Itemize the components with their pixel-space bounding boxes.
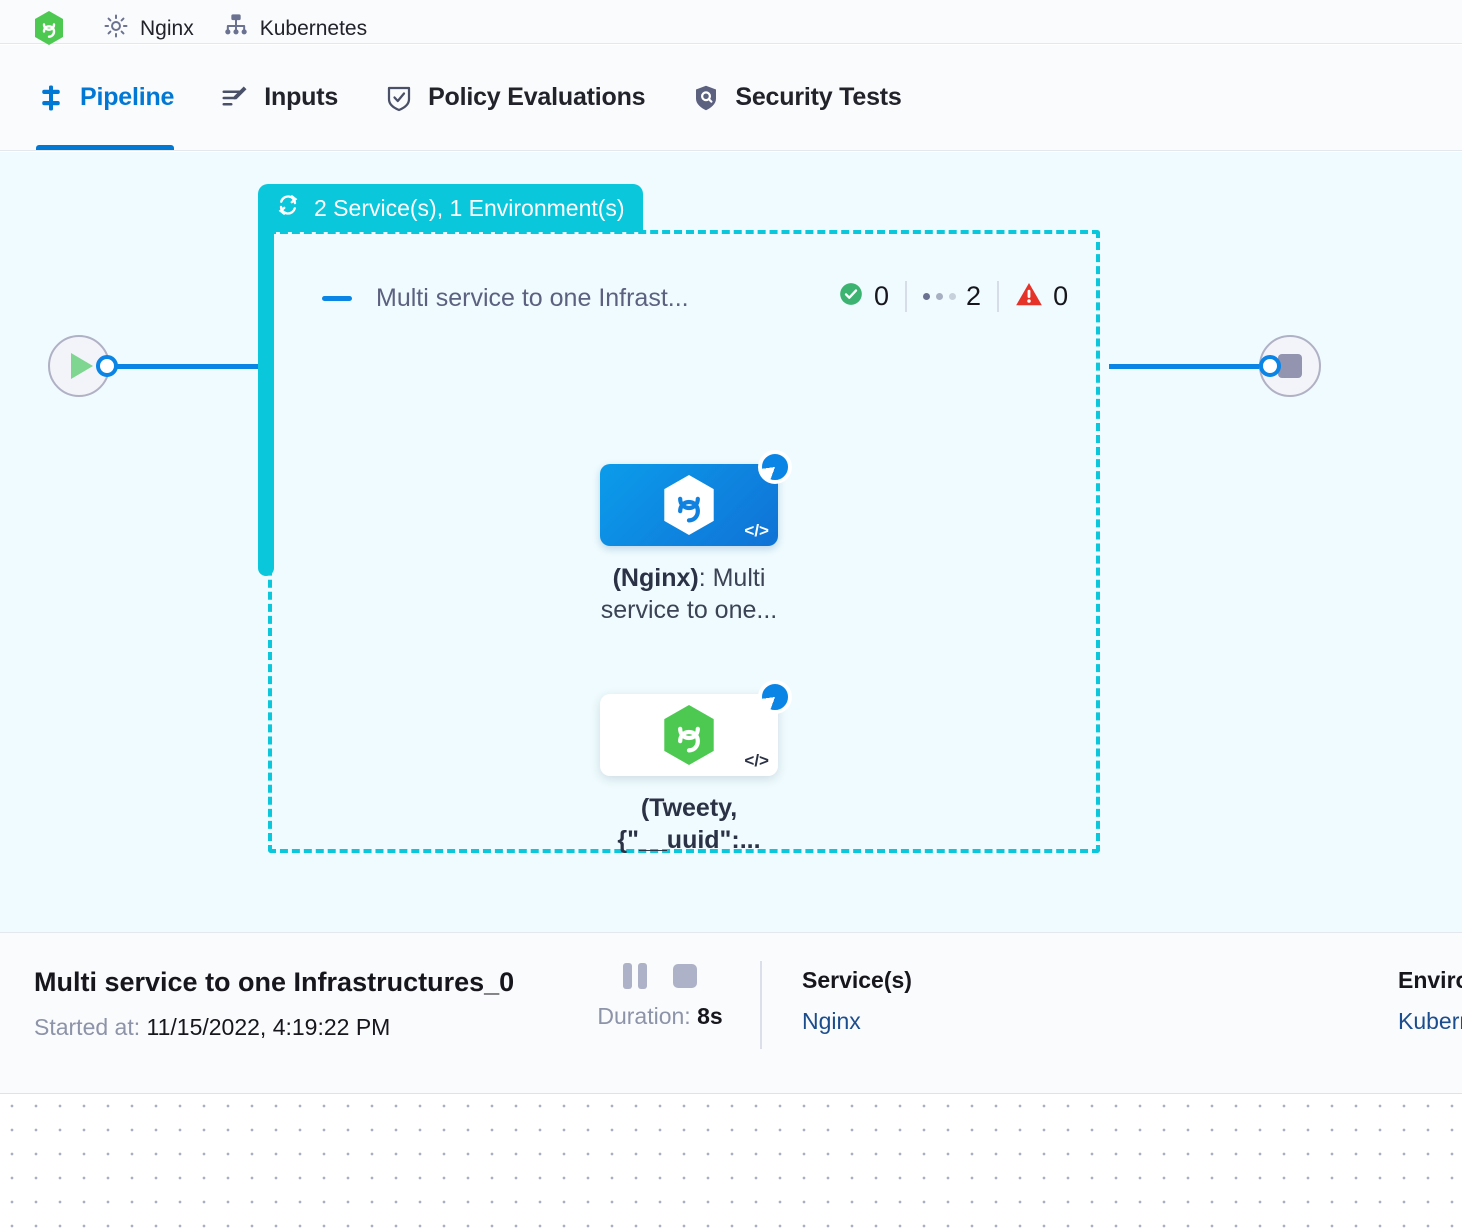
execution-controls — [623, 961, 697, 991]
code-icon[interactable]: </> — [744, 751, 769, 770]
detail-divider — [760, 961, 762, 1049]
stage-status-counters: 0 2 0 — [838, 276, 1084, 316]
duration-text: Duration: 8s — [597, 1003, 722, 1030]
execution-title: Multi service to one Infrastructures_0 — [34, 967, 515, 997]
environments-heading: Environment(s) — [1398, 967, 1462, 993]
counter-failed-value: 0 — [1053, 280, 1069, 311]
edge-group-to-end — [1109, 364, 1271, 369]
service-node-label-rest: : Multi service to one... — [600, 564, 778, 624]
duration-value: 8s — [697, 1003, 723, 1029]
tab-label-security-tests: Security Tests — [735, 83, 902, 111]
service-node-label: (Tweety, {"__uuid":... — [574, 792, 804, 856]
stop-icon — [1278, 354, 1302, 378]
execution-started-at: Started at: 11/15/2022, 4:19:22 PM — [34, 1014, 560, 1041]
service-node-label-bold: (Tweety, {"__uuid":... — [617, 794, 761, 854]
running-dots-icon — [923, 292, 957, 300]
tab-policy-evaluations[interactable]: Policy Evaluations — [384, 45, 646, 150]
pause-icon[interactable] — [623, 963, 647, 989]
tab-label-policy-evaluations: Policy Evaluations — [428, 83, 646, 111]
services-heading: Service(s) — [802, 967, 912, 993]
shield-scan-icon — [691, 83, 721, 113]
tab-label-pipeline: Pipeline — [80, 83, 175, 111]
services-column: Service(s) Nginx — [762, 933, 912, 1035]
tab-security-tests[interactable]: Security Tests — [691, 45, 902, 150]
shield-check-icon — [384, 83, 414, 113]
stage-group-badge[interactable]: 2 Service(s), 1 Environment(s) — [258, 184, 643, 232]
status-spinner-icon — [758, 680, 792, 714]
pipeline-icon — [36, 83, 66, 113]
start-node-port[interactable] — [96, 355, 118, 377]
gear-icon — [102, 12, 130, 45]
matrix-loop-icon — [274, 191, 302, 225]
breadcrumb-item-harness[interactable] — [34, 11, 74, 45]
end-node-port[interactable] — [1259, 355, 1281, 377]
counter-failed[interactable]: 0 — [997, 280, 1084, 312]
breadcrumb-label-service: Nginx — [140, 16, 194, 40]
code-icon[interactable]: </> — [744, 521, 769, 540]
counter-success-value: 0 — [874, 280, 890, 311]
service-node-tweety[interactable]: </> (Tweety, {"__uuid":... — [600, 680, 804, 856]
service-hexagon-icon — [661, 475, 717, 535]
service-node-label: (Nginx): Multi service to one... — [574, 562, 804, 626]
stage-group-badge-label: 2 Service(s), 1 Environment(s) — [314, 194, 625, 221]
infrastructure-icon — [222, 12, 250, 45]
stage-group-band — [258, 224, 274, 576]
warning-triangle-icon — [1015, 281, 1043, 312]
environments-value-link[interactable]: Kubernetes — [1398, 1008, 1462, 1034]
service-hexagon-icon — [661, 705, 717, 765]
started-at-label: Started at: — [34, 1014, 141, 1040]
pipeline-canvas[interactable]: 2 Service(s), 1 Environment(s) Multi ser… — [0, 152, 1462, 932]
stop-icon[interactable] — [673, 964, 697, 988]
started-at-value: 11/15/2022, 4:19:22 PM — [146, 1014, 391, 1040]
status-spinner-icon — [758, 450, 792, 484]
execution-tab-bar: Pipeline Inputs Policy Evaluations — [0, 45, 1462, 151]
counter-running[interactable]: 2 — [905, 280, 997, 312]
inputs-icon — [220, 83, 250, 113]
tab-label-inputs: Inputs — [264, 83, 339, 111]
execution-breadcrumb-bar: Nginx Kubernetes — [0, 0, 1462, 45]
edge-start-to-group — [116, 364, 268, 369]
counter-success[interactable]: 0 — [838, 281, 905, 312]
environments-column: Environment(s) Kubernetes — [1398, 933, 1462, 1035]
collapse-minus-icon[interactable] — [322, 296, 352, 301]
play-icon — [71, 353, 93, 379]
service-node-card[interactable]: </> — [600, 680, 792, 776]
tab-inputs[interactable]: Inputs — [220, 45, 338, 150]
execution-detail-bar: Multi service to one Infrastructures_0 S… — [0, 932, 1462, 1094]
check-circle-icon — [838, 281, 864, 312]
pipeline-end-node[interactable] — [1259, 335, 1321, 397]
harness-hexagon-icon — [34, 11, 64, 45]
breadcrumb-label-environment: Kubernetes — [259, 16, 368, 40]
counter-running-value: 2 — [966, 280, 982, 311]
stage-group-title: Multi service to one Infrast... — [376, 284, 689, 312]
stage-group-header: Multi service to one Infrast... — [322, 284, 1112, 313]
service-node-card[interactable]: </> — [600, 450, 792, 546]
breadcrumb-item-service[interactable]: Nginx — [102, 13, 194, 43]
execution-duration-block: Duration: 8s — [560, 933, 760, 1030]
service-node-nginx[interactable]: </> (Nginx): Multi service to one... — [600, 450, 804, 626]
services-value-link[interactable]: Nginx — [802, 1008, 861, 1034]
grid-canvas-footer[interactable] — [0, 1094, 1462, 1228]
execution-summary: Multi service to one Infrastructures_0 S… — [0, 933, 560, 1041]
breadcrumb-item-environment[interactable]: Kubernetes — [222, 13, 367, 43]
duration-label: Duration: — [597, 1003, 691, 1029]
service-node-label-bold: (Nginx) — [612, 564, 699, 592]
tab-pipeline[interactable]: Pipeline — [36, 45, 175, 150]
